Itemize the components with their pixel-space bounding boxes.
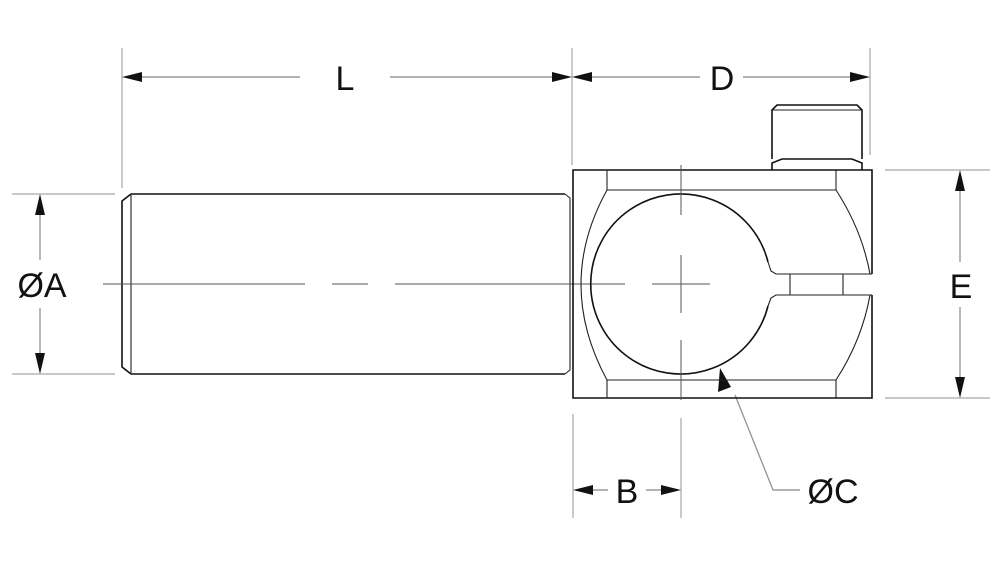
arrowhead-left-icon	[573, 485, 593, 495]
left-curved-edge	[580, 189, 608, 381]
screw-washer-face	[771, 158, 863, 170]
arrowhead-right-icon	[850, 72, 870, 82]
block-outline	[572, 169, 873, 399]
dimension-a: ØA	[12, 193, 115, 375]
dimension-label-a: ØA	[17, 267, 66, 305]
right-curved-edge-bottom	[835, 294, 871, 381]
dimension-label-b: B	[616, 473, 639, 511]
right-curved-edge-top	[835, 189, 871, 275]
dimension-label-e: E	[950, 268, 973, 306]
arrowhead-down-icon	[35, 353, 45, 374]
dimension-d: D	[572, 48, 871, 155]
dimension-l: L	[121, 48, 573, 188]
bore-circle	[589, 193, 769, 375]
slot-lower-edge	[767, 294, 872, 307]
dimension-c: ØC	[718, 368, 859, 511]
arrowhead-up-icon	[955, 170, 965, 191]
arrowhead-down-icon	[955, 377, 965, 398]
dimension-label-c: ØC	[808, 473, 859, 511]
leader-line	[734, 394, 800, 491]
arrowhead-left-icon	[122, 72, 142, 82]
cap-screw	[771, 104, 863, 170]
arrowhead-right-icon	[661, 485, 681, 495]
dimension-e: E	[885, 169, 990, 399]
dimension-label-d: D	[710, 60, 735, 98]
dimension-label-l: L	[336, 60, 355, 98]
dimension-b: B	[572, 414, 682, 518]
clamp-block	[572, 165, 873, 400]
arrowhead-up-icon	[35, 194, 45, 215]
arrowhead-right-icon	[552, 72, 572, 82]
screw-head	[771, 104, 863, 159]
slot-upper-edge	[767, 261, 872, 275]
arrowhead-left-icon	[572, 72, 592, 82]
